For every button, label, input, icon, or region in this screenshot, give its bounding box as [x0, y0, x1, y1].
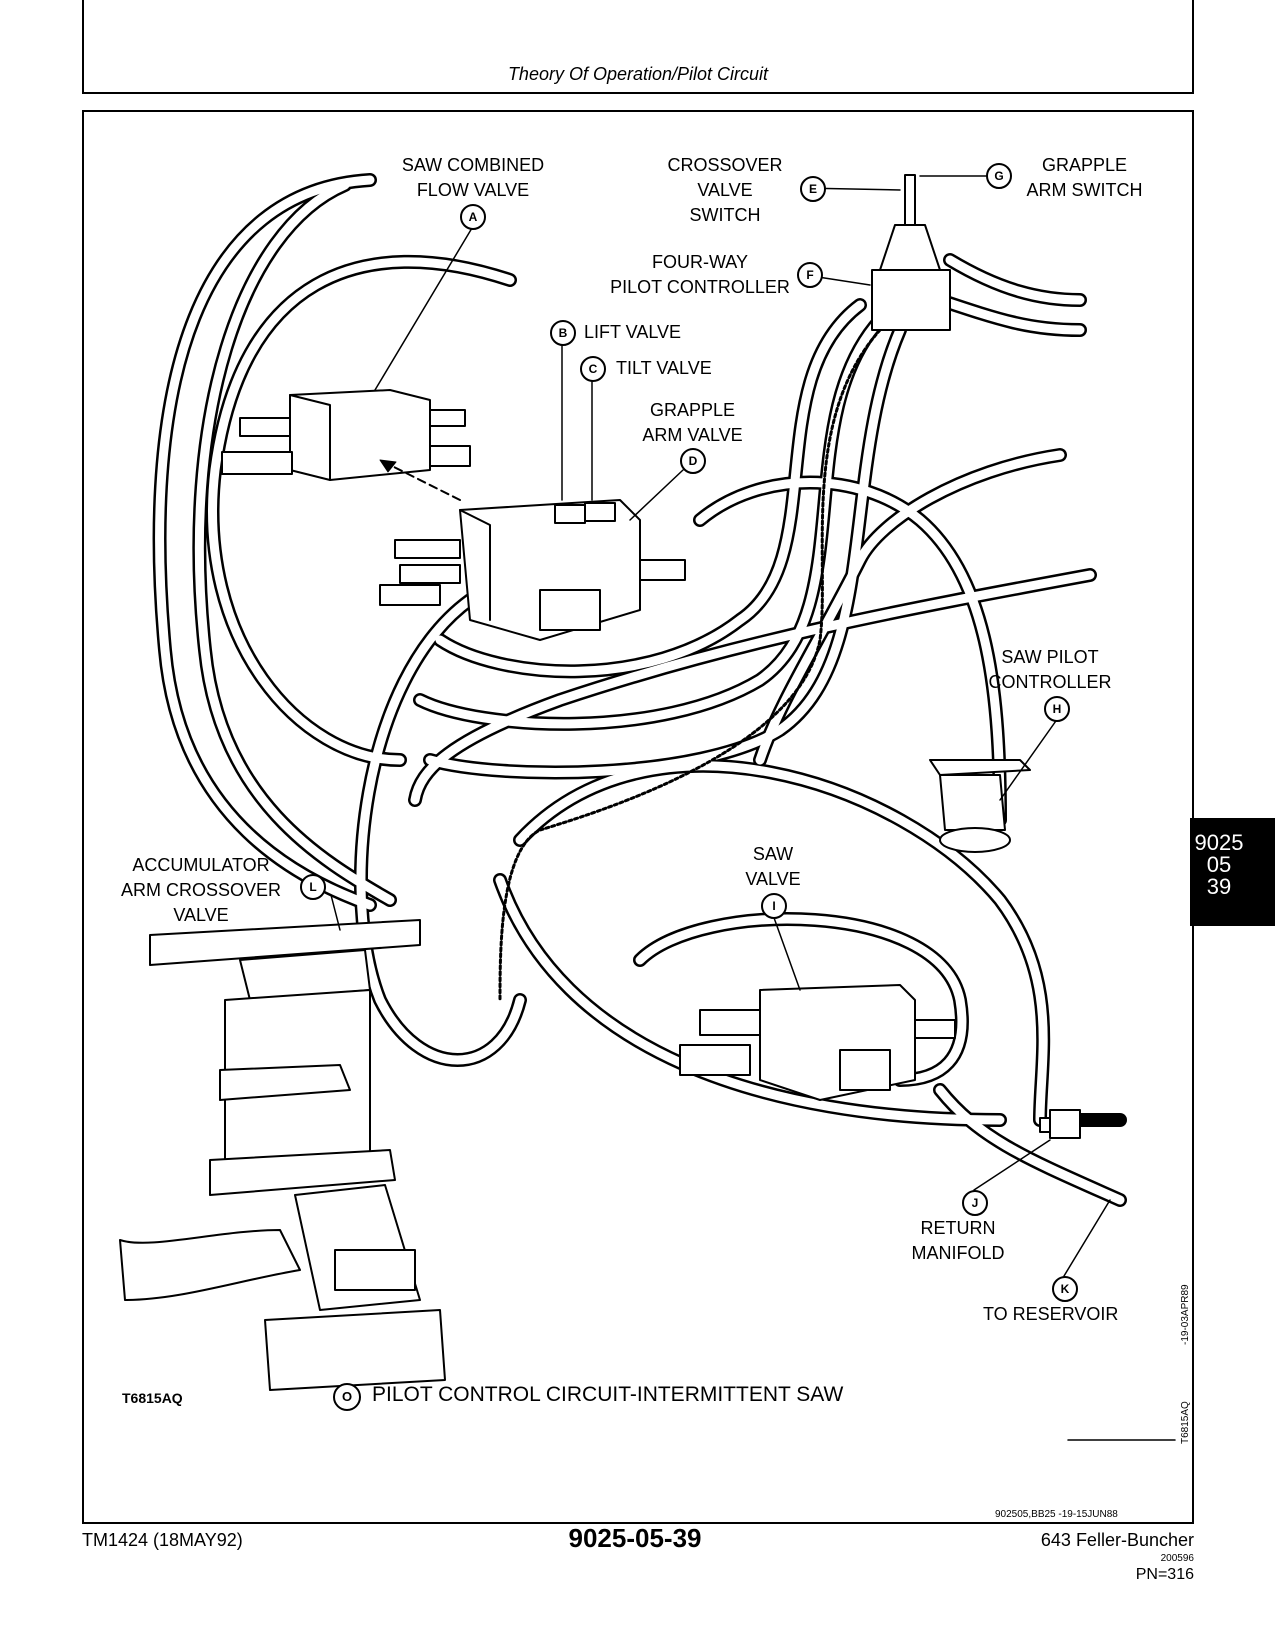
footer-date-small: 200596 — [1160, 1553, 1194, 1564]
label-l-line2: ARM CROSSOVER — [120, 880, 282, 900]
label-g-line1: GRAPPLE — [1041, 155, 1128, 175]
leader-lines — [330, 175, 1176, 1441]
label-i-line1: SAW — [752, 844, 794, 864]
return-manifold-shape — [1039, 1109, 1081, 1139]
callout-a: A — [460, 204, 486, 230]
label-a-line1: SAW COMBINED — [401, 155, 545, 175]
saw-valve-shape — [679, 984, 956, 1101]
callout-k: K — [1052, 1276, 1078, 1302]
label-j-line2: MANIFOLD — [911, 1243, 1005, 1263]
footer-manual-id: TM1424 (18MAY92) — [82, 1530, 243, 1550]
figure-frame — [82, 110, 1194, 1524]
label-saw-valve: SAW VALVE — [738, 842, 808, 892]
label-d-line2: ARM VALVE — [642, 425, 743, 445]
callout-j: J — [962, 1190, 988, 1216]
callout-f: F — [797, 262, 823, 288]
label-lift-valve: LIFT VALVE — [584, 322, 682, 342]
label-a-line2: FLOW VALVE — [416, 180, 530, 200]
label-tilt-valve: TILT VALVE — [616, 358, 712, 378]
side-figure-code: T6815AQ — [1180, 1401, 1191, 1444]
tab-line3: 39 — [1206, 874, 1232, 899]
callout-d: D — [680, 448, 706, 474]
figure-reference: 902505,BB25 -19-15JUN88 — [995, 1509, 1118, 1520]
header-frame — [82, 0, 1194, 94]
label-h-line2: CONTROLLER — [988, 672, 1112, 692]
label-four-way-pilot-controller: FOUR-WAY PILOT CONTROLLER — [600, 250, 800, 300]
label-crossover-valve-switch: CROSSOVER VALVE SWITCH — [640, 153, 810, 228]
accumulator-arm-shape — [119, 919, 446, 1391]
callout-i: I — [761, 893, 787, 919]
saw-pilot-controller-shape — [929, 759, 1031, 853]
label-return-manifold: RETURN MANIFOLD — [898, 1216, 1018, 1266]
label-d-line1: GRAPPLE — [649, 400, 736, 420]
label-grapple-arm-switch: GRAPPLE ARM SWITCH — [1012, 153, 1157, 203]
label-h-line1: SAW PILOT — [1001, 647, 1099, 667]
four-way-pilot-controller-shape — [871, 174, 951, 331]
label-f-line1: FOUR-WAY — [652, 252, 748, 272]
callout-b: B — [550, 320, 576, 346]
footer-pn: PN=316 — [1135, 1566, 1194, 1583]
label-f-line2: PILOT CONTROLLER — [610, 277, 790, 297]
label-l-line3: VALVE — [173, 905, 229, 925]
saw-combined-flow-valve-shape — [221, 389, 471, 481]
figure-caption: PILOT CONTROL CIRCUIT-INTERMITTENT SAW — [372, 1383, 844, 1406]
tab-line2: 05 — [1206, 852, 1232, 877]
label-j-line1: RETURN — [920, 1218, 996, 1238]
callout-g: G — [986, 163, 1012, 189]
label-e-line3: SWITCH — [689, 205, 761, 225]
section-tab: 9025 05 39 — [1190, 818, 1275, 926]
callout-e: E — [800, 176, 826, 202]
label-saw-pilot-controller: SAW PILOT CONTROLLER — [980, 645, 1120, 695]
label-l-line1: ACCUMULATOR — [132, 855, 270, 875]
figure-code: T6815AQ — [122, 1390, 183, 1406]
label-saw-combined-flow-valve: SAW COMBINED FLOW VALVE — [378, 153, 568, 203]
label-e-line2: VALVE — [697, 180, 753, 200]
label-g-line2: ARM SWITCH — [1026, 180, 1143, 200]
main-valve-block-shape — [379, 499, 686, 641]
tab-line1: 9025 — [1194, 830, 1244, 855]
footer-machine-name: 643 Feller-Buncher — [1040, 1530, 1194, 1550]
callout-h: H — [1044, 696, 1070, 722]
callout-o: O — [333, 1383, 361, 1411]
footer-page-number: 9025-05-39 — [568, 1523, 702, 1553]
callout-l: L — [300, 874, 326, 900]
page-header-title: Theory Of Operation/Pilot Circuit — [507, 64, 769, 84]
label-to-reservoir: TO RESERVOIR — [983, 1304, 1119, 1324]
label-e-line1: CROSSOVER — [667, 155, 783, 175]
label-grapple-arm-valve: GRAPPLE ARM VALVE — [625, 398, 760, 448]
side-figure-date: -19-03APR89 — [1180, 1284, 1191, 1345]
label-accumulator-arm-crossover-valve: ACCUMULATOR ARM CROSSOVER VALVE — [106, 853, 296, 928]
callout-c: C — [580, 356, 606, 382]
label-i-line2: VALVE — [745, 869, 801, 889]
